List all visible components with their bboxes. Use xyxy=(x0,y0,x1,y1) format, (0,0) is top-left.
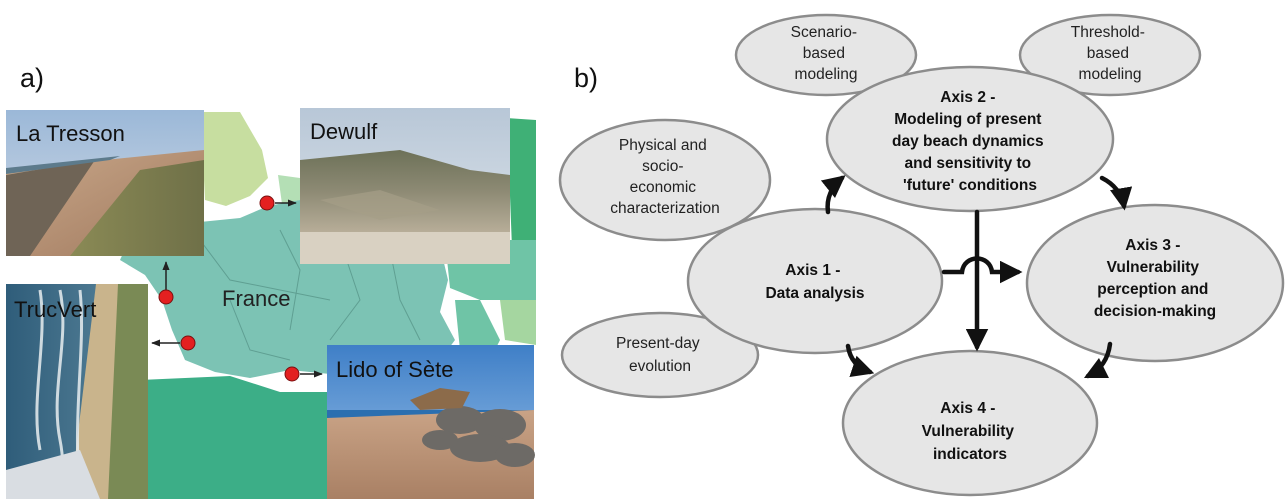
node-axis-4: Axis 4 - Vulnerability indicators xyxy=(841,349,1099,497)
svg-text:Axis 3 - Vulnerability: Axis 3 - Vulnerability perception and de… xyxy=(1094,237,1216,320)
node-scenario-based-modeling: Scenario- based modeling xyxy=(734,13,918,97)
axis3-line-1: Axis 3 - xyxy=(1125,237,1180,254)
panel-a-label: a) xyxy=(20,63,44,93)
node-axis-2: Axis 2 - Modeling of present day beach d… xyxy=(825,65,1115,213)
photo-la-tresson: La Tresson xyxy=(6,110,204,256)
axis2-line-4: and sensitivity to xyxy=(905,155,1032,172)
axis2-line-3: day beach dynamics xyxy=(892,133,1044,150)
threshold-line-1: Threshold- xyxy=(1071,24,1145,41)
threshold-line-3: modeling xyxy=(1079,66,1142,83)
node-threshold-based-modeling: Threshold- based modeling xyxy=(1018,13,1202,97)
marker-lido-of-sete xyxy=(284,366,300,382)
marker-la-tresson xyxy=(158,289,174,305)
scenario-line-1: Scenario- xyxy=(791,24,857,41)
flow-arrows xyxy=(820,175,1133,379)
axis3-line-4: decision-making xyxy=(1094,303,1216,320)
marker-dewulf xyxy=(259,195,275,211)
axis3-line-2: Vulnerability xyxy=(1107,259,1200,276)
site-label-dewulf: Dewulf xyxy=(310,119,378,144)
axis4-line-1: Axis 4 - xyxy=(940,400,995,417)
physical-line-4: characterization xyxy=(610,200,719,217)
country-label: France xyxy=(222,286,290,311)
site-label-trucvert: TrucVert xyxy=(14,297,96,322)
node-axis-1: Axis 1 - Data analysis xyxy=(686,207,944,355)
arrow-axis3-to-axis4 xyxy=(1083,341,1113,379)
photo-lido-of-sete: Lido of Sète xyxy=(327,345,535,499)
axis2-line-5: 'future' conditions xyxy=(903,177,1037,194)
node-axis-3: Axis 3 - Vulnerability perception and de… xyxy=(1025,203,1285,363)
node-physical-socioeconomic: Physical and socio- economic characteriz… xyxy=(558,118,772,242)
axis4-line-3: indicators xyxy=(933,446,1007,463)
physical-line-1: Physical and xyxy=(619,137,707,154)
present-line-1: Present-day xyxy=(616,335,700,352)
axis1-line-2: Data analysis xyxy=(765,285,864,302)
threshold-line-2: based xyxy=(1087,45,1129,62)
svg-text:Scenario- based mo: Scenario- based modeling xyxy=(791,24,862,83)
scenario-line-2: based xyxy=(803,45,845,62)
svg-text:Threshold- based m: Threshold- based modeling xyxy=(1071,24,1149,83)
site-markers xyxy=(151,195,323,382)
photo-trucvert: TrucVert xyxy=(6,284,148,499)
svg-text:Axis 1 - Data analysis: Axis 1 - Data analysis xyxy=(765,262,864,302)
axis2-line-2: Modeling of present xyxy=(894,111,1041,128)
axis1-line-1: Axis 1 - xyxy=(785,262,840,279)
svg-text:Axis 2 - Modeling of pre: Axis 2 - Modeling of present day beach d… xyxy=(892,89,1048,194)
svg-text:Physical and socio-: Physical and socio- economic characteriz… xyxy=(610,137,719,217)
axis3-line-3: perception and xyxy=(1097,281,1208,298)
axis4-line-2: Vulnerability xyxy=(922,423,1015,440)
node-present-day-evolution: Present-day evolution xyxy=(560,311,760,399)
site-label-la-tresson: La Tresson xyxy=(16,121,125,146)
arrow-axis1-to-axis2 xyxy=(820,175,846,215)
photo-dewulf: Dewulf xyxy=(300,108,510,264)
svg-text:Present-day evolution: Present-day evolution xyxy=(616,335,704,375)
arrow-axis1-to-axis3 xyxy=(941,256,1023,284)
site-label-lido-of-sete: Lido of Sète xyxy=(336,357,453,382)
panel-b-label: b) xyxy=(574,63,598,93)
physical-line-2: socio- xyxy=(642,158,683,175)
scenario-line-3: modeling xyxy=(795,66,858,83)
physical-line-3: economic xyxy=(630,179,697,196)
marker-trucvert xyxy=(180,335,196,351)
arrow-axis1-to-axis4 xyxy=(845,343,875,377)
arrow-axis2-to-axis3 xyxy=(1099,175,1133,211)
svg-text:Axis 4 - Vulnerability: Axis 4 - Vulnerability indicators xyxy=(922,400,1019,463)
present-line-2: evolution xyxy=(629,358,691,375)
axis2-line-1: Axis 2 - xyxy=(940,89,995,106)
